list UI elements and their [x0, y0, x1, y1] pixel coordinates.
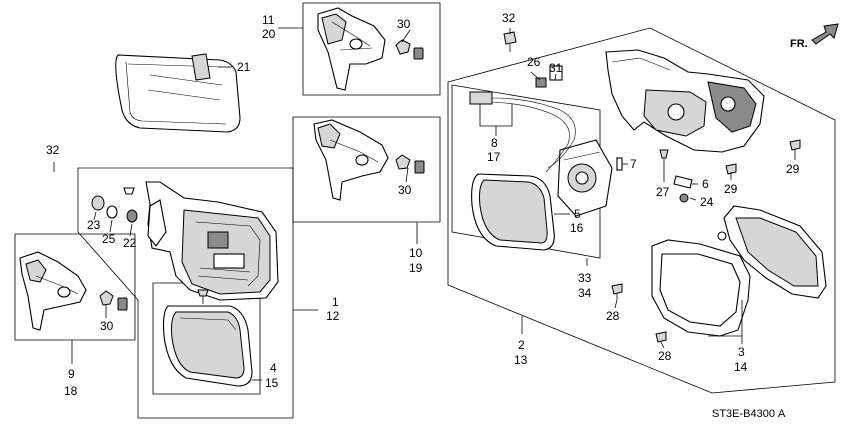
right-mirror-cover-outer	[717, 205, 827, 299]
rearview-mirror	[115, 53, 241, 133]
screw-left-holder	[197, 289, 209, 304]
front-direction-indicator: FR.	[790, 23, 839, 50]
callout-30b: 30	[100, 319, 114, 333]
garnish-lower-part	[19, 251, 87, 331]
callout-5: 5	[574, 207, 581, 221]
small-parts-22-23-25	[91, 187, 138, 223]
garnish-middle-part	[313, 119, 389, 201]
callout-11: 11	[262, 13, 275, 27]
callout-4: 4	[270, 361, 277, 375]
callout-8: 8	[491, 136, 498, 150]
front-direction-label: FR.	[790, 38, 808, 50]
callout-25: 25	[102, 232, 116, 246]
callout-21: 21	[237, 60, 251, 74]
pin-7	[616, 157, 623, 171]
callout-30c: 30	[398, 183, 412, 197]
callout-10: 10	[409, 246, 423, 260]
box-right-mirror-assembly	[447, 27, 836, 394]
clip-30a-part	[395, 39, 424, 60]
callout-14: 14	[734, 360, 748, 374]
callout-31: 31	[549, 61, 563, 75]
callout-9: 9	[68, 367, 75, 381]
callout-6: 6	[702, 177, 709, 191]
box-right-mirror-holder	[451, 84, 601, 259]
left-mirror-glass	[162, 305, 253, 387]
callout-17: 17	[487, 150, 501, 164]
callout-3: 3	[738, 345, 745, 359]
actuator-motor	[557, 139, 613, 217]
callout-34: 34	[578, 286, 592, 300]
callout-28a: 28	[606, 309, 620, 323]
callout-32a: 32	[502, 11, 516, 25]
right-mirror-cover-inner	[651, 239, 751, 337]
wire-harness	[469, 65, 576, 173]
screws-28	[611, 283, 667, 343]
small-parts-6-24-27	[659, 139, 801, 203]
front-arrow-icon	[811, 23, 839, 45]
callout-24: 24	[700, 195, 714, 209]
callout-16: 16	[570, 221, 584, 235]
callout-26: 26	[527, 55, 541, 69]
callout-13: 13	[514, 353, 528, 367]
diagram-code: ST3E-B4300 A	[712, 408, 786, 420]
callout-33: 33	[578, 271, 592, 285]
callout-19: 19	[409, 261, 423, 275]
bolt-32b	[503, 31, 517, 52]
left-mirror-housing	[145, 181, 279, 301]
clip-30c-part	[395, 154, 425, 174]
callout-27: 27	[656, 185, 670, 199]
callout-15: 15	[265, 376, 279, 390]
callout-labels: 11 20 30 21 32 26 31 8 17 7 32 23 25 22 …	[46, 11, 800, 398]
callout-28b: 28	[658, 349, 672, 363]
callout-22: 22	[123, 236, 137, 250]
callout-18: 18	[64, 384, 78, 398]
callout-29b: 29	[786, 162, 800, 176]
callout-23: 23	[87, 218, 101, 232]
callout-20: 20	[262, 27, 276, 41]
right-mirror-glass	[471, 173, 555, 251]
callout-12: 12	[326, 309, 340, 323]
callout-32b: 32	[46, 143, 60, 157]
box-garnish-lower	[14, 233, 136, 341]
callout-2: 2	[518, 338, 525, 352]
garnish-upper-part	[317, 7, 386, 91]
callout-30a: 30	[397, 17, 411, 31]
callout-29a: 29	[724, 182, 738, 196]
callout-7: 7	[630, 157, 637, 171]
box-garnish-upper	[302, 2, 441, 96]
box-left-mirror-assembly	[77, 167, 294, 419]
right-mirror-base	[605, 49, 765, 153]
clip-30b-part	[99, 290, 128, 311]
leader-lines	[53, 27, 796, 381]
callout-1: 1	[332, 295, 339, 309]
